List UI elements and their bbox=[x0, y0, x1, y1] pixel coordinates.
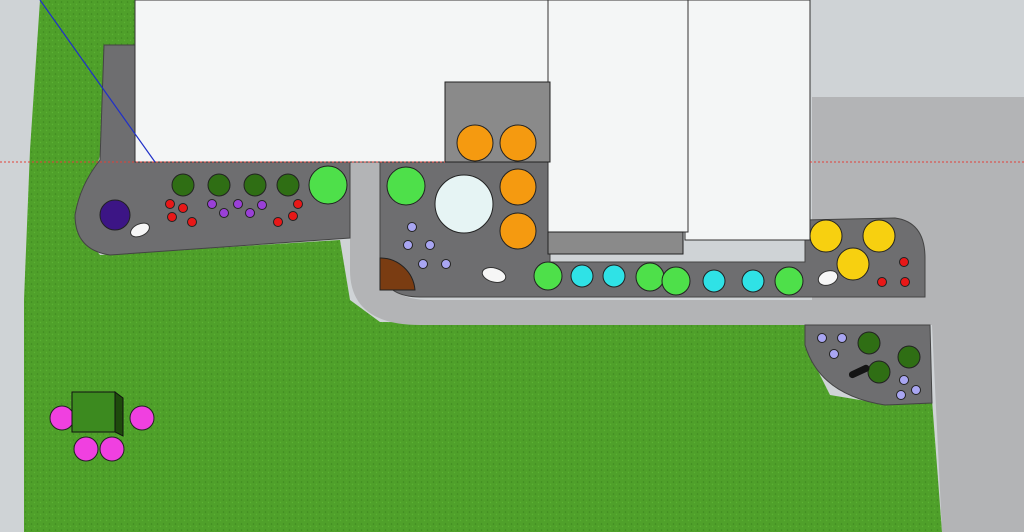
red-flower-icon[interactable] bbox=[273, 217, 283, 227]
dark-green-shrub-icon[interactable] bbox=[243, 173, 267, 197]
lavender-flower-icon[interactable] bbox=[899, 375, 909, 385]
lavender-flower-icon[interactable] bbox=[817, 333, 827, 343]
orange-shrub-icon[interactable] bbox=[499, 212, 537, 250]
house-right-wing bbox=[684, 0, 811, 241]
red-flower-icon[interactable] bbox=[877, 277, 887, 287]
dark-green-shrub-icon[interactable] bbox=[897, 345, 921, 369]
yellow-shrub-icon[interactable] bbox=[862, 219, 896, 253]
axis-line-blue bbox=[39, 0, 156, 163]
pale-tree-icon[interactable] bbox=[434, 174, 494, 234]
red-flower-icon[interactable] bbox=[187, 217, 197, 227]
patio-chair-icon[interactable] bbox=[129, 405, 155, 431]
violet-flower-icon[interactable] bbox=[257, 200, 267, 210]
red-flower-icon[interactable] bbox=[167, 212, 177, 222]
yellow-shrub-icon[interactable] bbox=[809, 219, 843, 253]
house-extension bbox=[547, 0, 689, 233]
red-flower-icon[interactable] bbox=[900, 277, 910, 287]
lavender-flower-icon[interactable] bbox=[403, 240, 413, 250]
white-rock-icon[interactable] bbox=[481, 265, 508, 285]
red-flower-icon[interactable] bbox=[288, 211, 298, 221]
step-ledge bbox=[547, 231, 684, 255]
light-green-shrub-icon[interactable] bbox=[386, 166, 426, 206]
light-green-shrub-icon[interactable] bbox=[635, 262, 665, 292]
orange-shrub-icon[interactable] bbox=[499, 168, 537, 206]
orange-shrub-icon[interactable] bbox=[456, 124, 494, 162]
violet-flower-icon[interactable] bbox=[233, 199, 243, 209]
cyan-flower-icon[interactable] bbox=[702, 269, 726, 293]
black-log-icon[interactable] bbox=[848, 364, 871, 380]
lavender-flower-icon[interactable] bbox=[911, 385, 921, 395]
patio-table-icon[interactable] bbox=[71, 391, 116, 433]
red-flower-icon[interactable] bbox=[165, 199, 175, 209]
light-green-shrub-icon[interactable] bbox=[774, 266, 804, 296]
orange-shrub-icon[interactable] bbox=[499, 124, 537, 162]
purple-tree-icon[interactable] bbox=[99, 199, 131, 231]
lavender-flower-icon[interactable] bbox=[425, 240, 435, 250]
light-green-shrub-icon[interactable] bbox=[661, 266, 691, 296]
garden-walkway bbox=[350, 162, 932, 325]
dark-green-shrub-icon[interactable] bbox=[207, 173, 231, 197]
lavender-flower-icon[interactable] bbox=[837, 333, 847, 343]
patio-table-icon[interactable] bbox=[114, 391, 124, 437]
dark-green-shrub-icon[interactable] bbox=[867, 360, 891, 384]
patio-chair-icon[interactable] bbox=[73, 436, 99, 462]
light-green-shrub-icon[interactable] bbox=[308, 165, 348, 205]
patio-set[interactable] bbox=[49, 391, 155, 462]
cyan-flower-icon[interactable] bbox=[741, 269, 765, 293]
dark-green-shrub-icon[interactable] bbox=[857, 331, 881, 355]
cyan-flower-icon[interactable] bbox=[602, 264, 626, 288]
lavender-flower-icon[interactable] bbox=[896, 390, 906, 400]
lawn bbox=[24, 0, 942, 532]
dark-green-shrub-icon[interactable] bbox=[276, 173, 300, 197]
red-flower-icon[interactable] bbox=[899, 257, 909, 267]
red-flower-icon[interactable] bbox=[178, 203, 188, 213]
flower-bed-corner bbox=[804, 324, 933, 406]
violet-flower-icon[interactable] bbox=[219, 208, 229, 218]
lavender-flower-icon[interactable] bbox=[829, 349, 839, 359]
patio-chair-icon[interactable] bbox=[49, 405, 75, 431]
violet-flower-icon[interactable] bbox=[207, 199, 217, 209]
light-green-shrub-icon[interactable] bbox=[533, 261, 563, 291]
lavender-flower-icon[interactable] bbox=[441, 259, 451, 269]
mulch-feature-icon[interactable] bbox=[379, 257, 416, 291]
cyan-flower-icon[interactable] bbox=[570, 264, 594, 288]
white-rock-icon[interactable] bbox=[816, 268, 840, 288]
violet-flower-icon[interactable] bbox=[245, 208, 255, 218]
lavender-flower-icon[interactable] bbox=[407, 222, 417, 232]
plants-layer bbox=[99, 124, 921, 400]
yellow-shrub-icon[interactable] bbox=[836, 247, 870, 281]
white-rock-icon[interactable] bbox=[128, 220, 151, 239]
red-flower-icon[interactable] bbox=[293, 199, 303, 209]
dark-green-shrub-icon[interactable] bbox=[171, 173, 195, 197]
lavender-flower-icon[interactable] bbox=[418, 259, 428, 269]
patio-chair-icon[interactable] bbox=[99, 436, 125, 462]
